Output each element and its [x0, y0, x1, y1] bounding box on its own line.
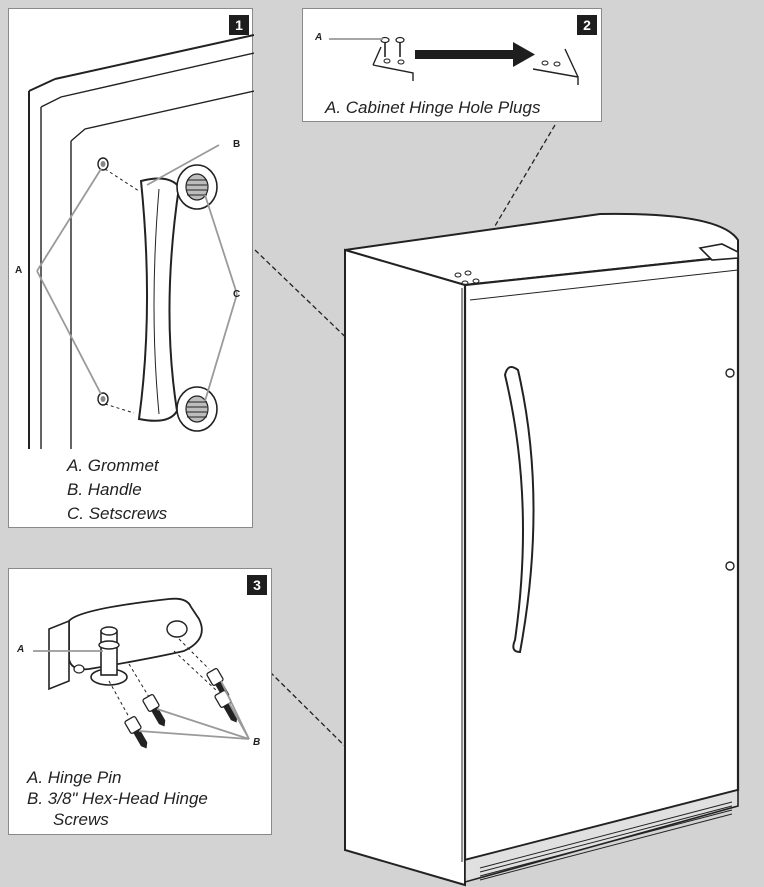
cabinet-side: [344, 248, 466, 887]
hinge-install-drawing: [33, 597, 250, 749]
leader-line-panel-3: [269, 671, 461, 861]
hinge-hole-plug-icon: [380, 36, 405, 65]
arrow-right-icon: [415, 42, 535, 67]
caption-hinge-screws: B. 3/8" Hex-Head Hinge: [27, 789, 208, 808]
caption-hinge-pin: A. Hinge Pin: [27, 768, 122, 787]
caption-cabinet-hinge-hole-plugs: A. Cabinet Hinge Hole Plugs: [325, 98, 541, 117]
caption-grommet: A. Grommet: [67, 456, 159, 475]
grommet-icon: [97, 157, 109, 406]
callout-b: B: [253, 737, 261, 748]
callout-c: C: [233, 289, 241, 300]
cabinet-top: [344, 212, 739, 287]
caption-handle: B. Handle: [67, 480, 142, 499]
hinge-pin-icon: [90, 626, 128, 686]
callout-a: A: [315, 32, 323, 43]
freezer-door: [463, 254, 740, 862]
toe-grille: [479, 801, 733, 881]
panel-number-badge: 2: [577, 15, 597, 35]
panel-number-badge: 3: [247, 575, 267, 595]
panel-number-badge: 1: [229, 15, 249, 35]
handle-icon: [137, 177, 181, 422]
panel-3-hinge-install: 3: [8, 568, 272, 835]
handle-install-drawing: [28, 34, 254, 449]
panel-1-handle-install: 1: [8, 8, 254, 528]
callout-b: B: [233, 139, 241, 150]
freezer-door-handle: [503, 365, 535, 654]
cabinet-hinge-hole: [454, 272, 462, 278]
callout-lines: [36, 144, 238, 402]
caption-setscrews: C. Setscrews: [67, 504, 168, 523]
panel-2-hinge-hole-plugs: 2: [302, 8, 602, 122]
hex-head-screw-icon: [124, 668, 238, 749]
setscrew-icon: [176, 164, 218, 432]
hinge-hole-plugs-drawing: [329, 36, 579, 85]
callout-a: A: [17, 644, 25, 655]
caption-hinge-screws-cont: Screws: [53, 810, 109, 829]
top-hinge: [698, 243, 739, 261]
callout-a: A: [15, 265, 23, 276]
